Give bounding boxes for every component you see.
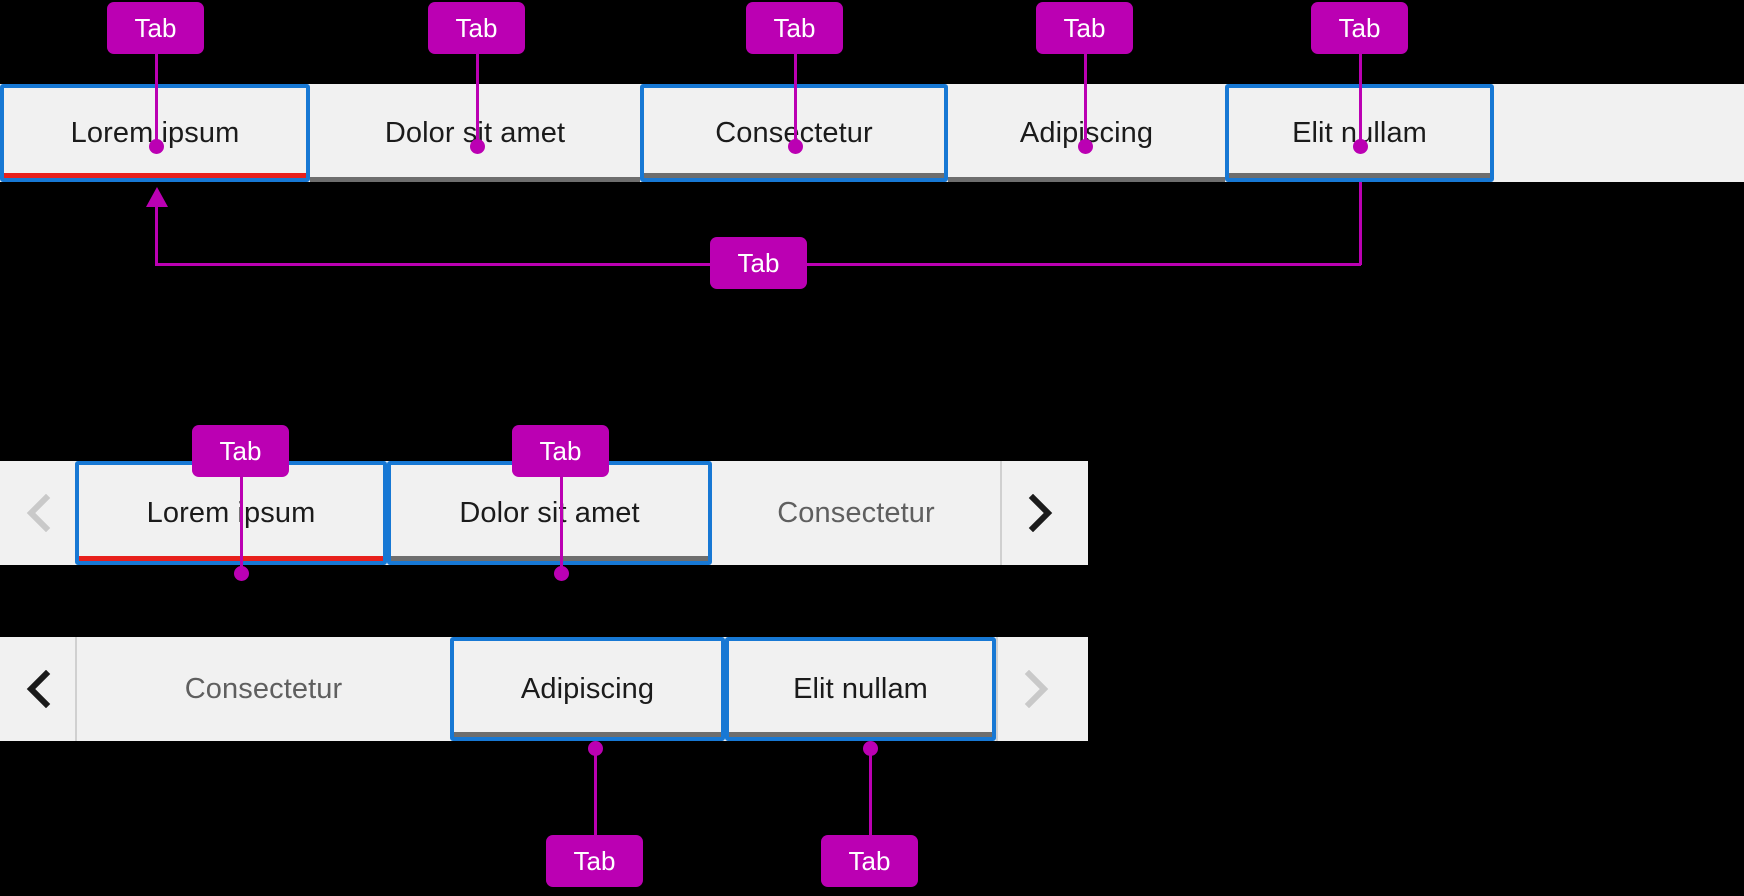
scroll-divider — [75, 637, 77, 741]
tab-lorem-ipsum[interactable]: Lorem ipsum — [0, 84, 310, 182]
callout-label: Tab — [219, 435, 262, 466]
callout-label: Tab — [1338, 12, 1381, 43]
scroll-prev-button[interactable] — [0, 461, 75, 565]
tab-label: Consectetur — [715, 116, 873, 149]
tab-label: Lorem ipsum — [70, 116, 240, 149]
callout-elbow-riser — [155, 203, 158, 265]
tab-adipiscing[interactable]: Adipiscing — [948, 84, 1225, 182]
tab-label: Elit nullam — [1292, 116, 1427, 149]
tab-label: Adipiscing — [520, 672, 655, 705]
tab-label: Elit nullam — [793, 672, 928, 705]
scroll-divider — [1000, 461, 1002, 565]
tab-label: Dolor sit amet — [459, 496, 640, 529]
tab-consectetur[interactable]: Consectetur — [712, 461, 1000, 565]
tab-inactive-accent — [644, 173, 944, 178]
tab-selected-accent — [4, 173, 306, 178]
chevron-left-icon — [26, 494, 50, 532]
callout-label: Tab — [134, 12, 177, 43]
callout-arrowhead-icon — [146, 187, 168, 207]
callout-consectetur-top[interactable]: Tab — [746, 2, 843, 54]
callout-dolor-sit-amet-top[interactable]: Tab — [428, 2, 525, 54]
scroll-prev-button[interactable] — [0, 637, 75, 741]
callout-label: Tab — [573, 845, 616, 876]
callout-lorem-ipsum-top[interactable]: Tab — [107, 2, 204, 54]
callout-dolor-sit-amet-mid[interactable]: Tab — [512, 425, 609, 477]
tab-elit-nullam[interactable]: Elit nullam — [1225, 84, 1494, 182]
tab-inactive-accent — [729, 732, 992, 737]
callout-anchor-dot — [588, 741, 603, 756]
chevron-right-icon — [1024, 670, 1048, 708]
scroll-divider — [996, 637, 998, 741]
callout-label: Tab — [737, 247, 780, 278]
callout-leader-line — [869, 747, 872, 837]
tab-inactive-accent — [310, 177, 640, 182]
callout-elit-nullam-top[interactable]: Tab — [1311, 2, 1408, 54]
callout-label: Tab — [1063, 12, 1106, 43]
callout-label: Tab — [773, 12, 816, 43]
tab-label: Consectetur — [777, 496, 935, 529]
tab-elit-nullam[interactable]: Elit nullam — [725, 637, 996, 741]
callout-adipiscing-top[interactable]: Tab — [1036, 2, 1133, 54]
tab-label: Lorem ipsum — [146, 496, 316, 529]
callout-elit-nullam-bottom[interactable]: Tab — [821, 835, 918, 887]
scrollable-tab-bar-page-1: Lorem ipsum Dolor sit amet Consectetur — [0, 461, 1088, 565]
tab-inactive-accent — [391, 556, 708, 561]
scrollable-tab-bar-page-2: Consectetur Adipiscing Elit nullam — [0, 637, 1088, 741]
tab-bar-empty-space — [1494, 84, 1744, 182]
callout-strip-container[interactable]: Tab — [710, 237, 807, 289]
tab-selected-accent — [79, 556, 383, 561]
scroll-next-button[interactable] — [1002, 461, 1077, 565]
callout-elbow-vertical — [1359, 182, 1362, 265]
tab-dolor-sit-amet[interactable]: Dolor sit amet — [387, 461, 712, 565]
callout-lorem-ipsum-mid[interactable]: Tab — [192, 425, 289, 477]
chevron-left-icon — [26, 670, 50, 708]
tab-inactive-accent — [454, 732, 721, 737]
callout-label: Tab — [848, 845, 891, 876]
tab-label: Adipiscing — [1019, 116, 1154, 149]
tab-inactive-accent — [1229, 173, 1490, 178]
full-width-tab-bar: Lorem ipsum Dolor sit amet Consectetur A… — [0, 84, 1744, 182]
callout-anchor-dot — [234, 566, 249, 581]
scroll-next-button[interactable] — [998, 637, 1073, 741]
callout-anchor-dot — [554, 566, 569, 581]
tab-adipiscing[interactable]: Adipiscing — [450, 637, 725, 741]
callout-adipiscing-bottom[interactable]: Tab — [546, 835, 643, 887]
tab-dolor-sit-amet[interactable]: Dolor sit amet — [310, 84, 640, 182]
callout-anchor-dot — [863, 741, 878, 756]
tab-inactive-accent — [948, 177, 1225, 182]
tab-label: Dolor sit amet — [384, 116, 566, 149]
callout-label: Tab — [539, 435, 582, 466]
callout-leader-line — [594, 747, 597, 837]
tab-consectetur[interactable]: Consectetur — [640, 84, 948, 182]
callout-label: Tab — [455, 12, 498, 43]
tab-label: Consectetur — [184, 672, 343, 705]
chevron-right-icon — [1028, 494, 1052, 532]
tab-consectetur[interactable]: Consectetur — [77, 637, 450, 741]
